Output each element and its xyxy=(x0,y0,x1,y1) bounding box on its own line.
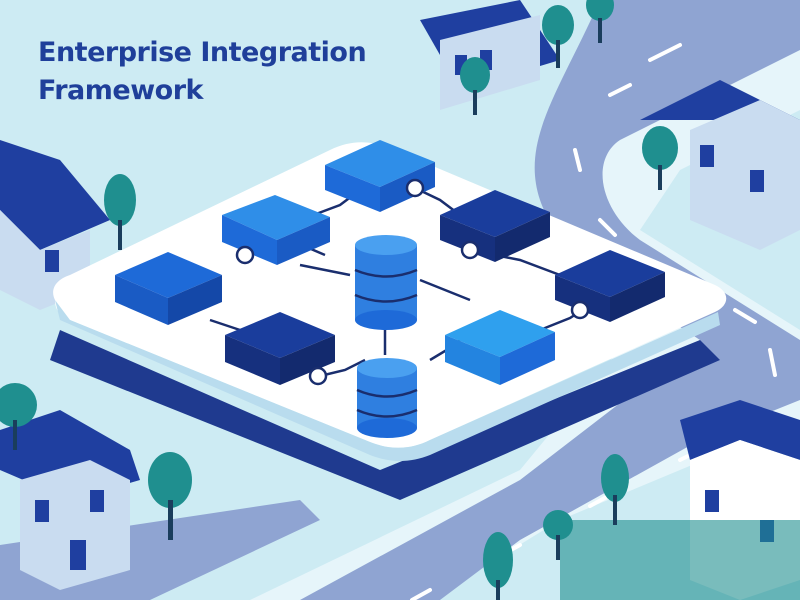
server-block-icon xyxy=(440,190,550,262)
database-icon xyxy=(354,235,418,330)
grass-patch xyxy=(560,520,800,600)
platform-shadow xyxy=(50,330,720,500)
connector-node-icon xyxy=(235,245,255,265)
server-block-icon xyxy=(222,195,330,265)
road xyxy=(300,0,800,600)
house-icon xyxy=(680,400,800,460)
tree-icon xyxy=(543,510,573,560)
tree-icon xyxy=(0,383,37,450)
server-block-icon xyxy=(225,312,335,385)
tree-icon xyxy=(483,532,513,600)
connector-node-icon xyxy=(308,366,328,386)
tree-icon xyxy=(642,126,678,190)
trees xyxy=(0,0,678,600)
server-blocks xyxy=(115,140,665,385)
connector-nodes xyxy=(235,178,590,386)
connector-node-icon xyxy=(570,300,590,320)
house-icon xyxy=(0,140,110,250)
tree-icon xyxy=(586,0,614,43)
title-line-1: Enterprise Integration xyxy=(38,37,367,68)
database-icon xyxy=(356,358,418,438)
tree-icon xyxy=(601,454,629,525)
tree-icon xyxy=(104,174,136,250)
tree-icon xyxy=(148,452,192,540)
title-line-2: Framework xyxy=(38,75,203,106)
connector-node-icon xyxy=(460,240,480,260)
databases xyxy=(354,235,418,438)
tree-icon xyxy=(542,5,574,68)
server-block-icon xyxy=(115,252,222,325)
page-title: Enterprise Integration Framework xyxy=(38,34,398,110)
server-block-icon xyxy=(555,250,665,322)
tree-icon xyxy=(460,57,490,115)
house-bottom-left xyxy=(0,410,140,590)
server-block-icon xyxy=(445,310,555,385)
connector-node-icon xyxy=(405,178,425,198)
house-right xyxy=(640,80,800,250)
